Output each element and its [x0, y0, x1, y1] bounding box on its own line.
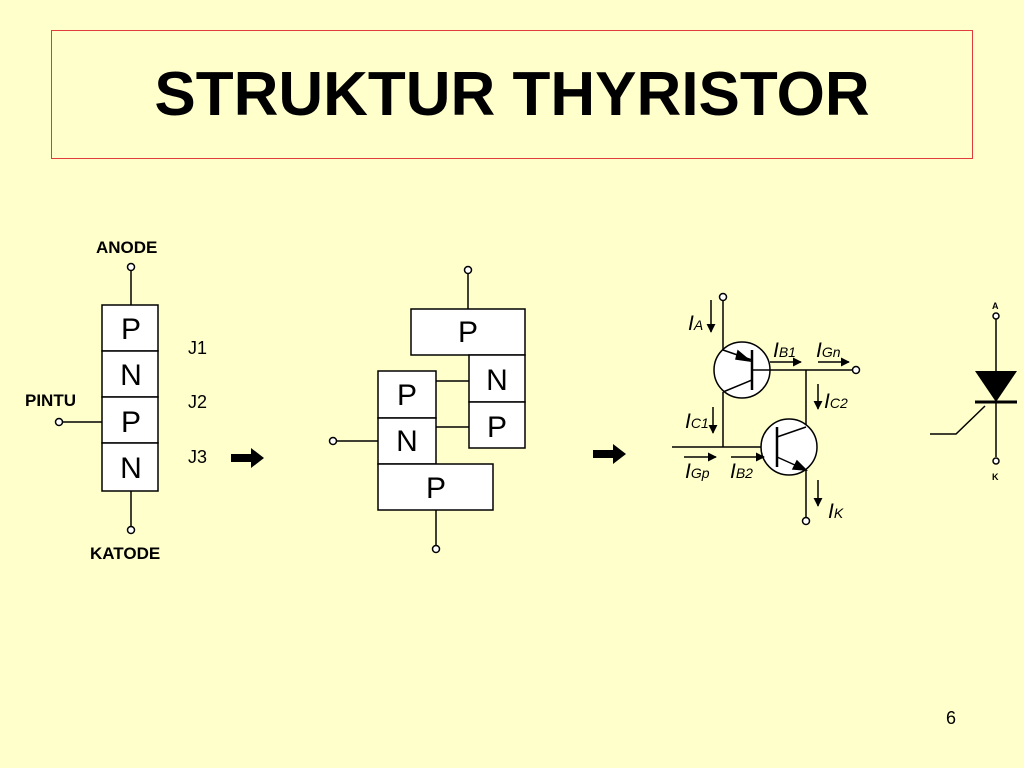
layer-n2: N — [120, 452, 142, 485]
layer-p2: P — [121, 406, 141, 439]
symbol-triangle — [975, 371, 1017, 402]
label-ic2: IC2 — [824, 390, 848, 413]
symbol-cathode-terminal — [992, 457, 1000, 465]
junction-j3: J3 — [188, 447, 207, 467]
junction-j2: J2 — [188, 392, 207, 412]
layer-box-4 — [101, 442, 159, 492]
upper-p-label: P — [458, 316, 478, 349]
slide-title: STRUKTUR THYRISTOR — [154, 60, 870, 129]
anode-terminal — [126, 262, 136, 272]
npn-emitter-arrow — [791, 459, 808, 471]
label-ik: IK — [828, 500, 844, 523]
label-ib2: IB2 — [730, 460, 753, 483]
upper-p2-label: P — [487, 411, 507, 444]
two-transistor-model — [672, 292, 861, 526]
pnp-collector — [722, 379, 753, 393]
thyristor-symbol-icon: A K — [930, 301, 1017, 482]
anode-label: ANODE — [96, 238, 157, 257]
gate-terminal — [54, 417, 64, 427]
current-labels: IA IB1 IGn IC2 IC1 IGp IB2 IK — [685, 312, 848, 523]
layer-n1: N — [120, 359, 142, 392]
model-anode-terminal — [718, 292, 728, 302]
upper-n-label: N — [486, 364, 508, 397]
label-igp: IGp — [685, 460, 710, 483]
layer-box-2 — [101, 350, 159, 398]
symbol-gate-lead — [930, 405, 986, 435]
lower-n-box — [377, 417, 437, 465]
cathode-terminal — [126, 525, 136, 535]
model-cathode-terminal — [801, 516, 811, 526]
split-gate-terminal — [328, 436, 338, 446]
lower-p2-label: P — [426, 472, 446, 505]
pnpn-stack: ANODE P N P N J1 J2 J3 PINTU KATODE — [25, 238, 207, 563]
transistor-npn-icon — [760, 418, 818, 476]
upper-p2-box — [468, 401, 526, 449]
arrow-right-icon — [593, 444, 626, 464]
lower-p-label: P — [397, 379, 417, 412]
layer-p1: P — [121, 313, 141, 346]
junction-j1: J1 — [188, 338, 207, 358]
cathode-label: KATODE — [90, 544, 160, 563]
arrow-right-icon — [231, 448, 264, 468]
upper-n-box — [468, 354, 526, 403]
lower-p2-box — [377, 463, 494, 511]
title-box: STRUKTUR THYRISTOR — [51, 30, 973, 159]
label-ic1: IC1 — [685, 410, 709, 433]
split-cathode-terminal — [431, 544, 441, 554]
symbol-anode-label: A — [992, 301, 999, 311]
label-ia: IA — [688, 312, 703, 335]
label-ib1: IB1 — [773, 339, 796, 362]
split-anode-terminal — [463, 265, 473, 275]
upper-p-box — [410, 308, 526, 356]
label-ign: IGn — [816, 339, 841, 362]
symbol-anode-terminal — [992, 312, 1000, 320]
page-number: 6 — [946, 708, 957, 728]
gate-label: PINTU — [25, 391, 76, 410]
symbol-cathode-label: K — [992, 472, 999, 482]
npn-collector — [776, 426, 807, 438]
pnp-emitter-arrow — [735, 349, 753, 363]
lower-n-label: N — [396, 425, 418, 458]
gate-n-terminal — [851, 365, 861, 375]
split-structure: P N P P N P — [328, 265, 526, 554]
